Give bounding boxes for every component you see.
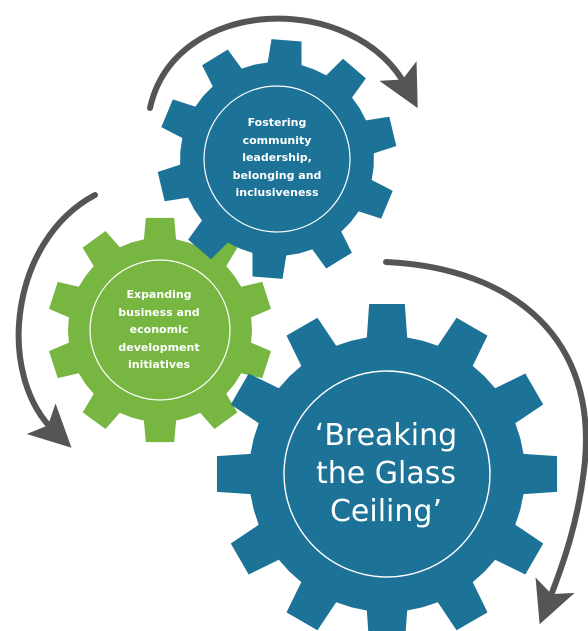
gear-left-line: Expanding (126, 288, 192, 302)
gear-top-line: inclusiveness (235, 186, 319, 200)
gear-main-line: the Glass (316, 456, 456, 491)
arrow-right (383, 259, 588, 625)
gear-blue-community (157, 39, 397, 279)
arrow-left (15, 192, 98, 448)
gear-left-line: initiatives (127, 358, 191, 372)
gear-left-line: development (118, 340, 200, 354)
gear-top-line: community (242, 133, 312, 147)
gear-green-business (49, 217, 271, 443)
gear-left-label: Expanding business and economic developm… (94, 280, 224, 380)
gear-top-line: Fostering (247, 116, 307, 130)
gear-main-label: ‘Breaking the Glass Ceiling’ (286, 394, 486, 554)
gear-main-line: ‘Breaking (314, 418, 458, 453)
gear-top-line: leadership, (242, 151, 312, 165)
gear-left-line: business and (118, 305, 200, 319)
arrow-top (147, 15, 418, 111)
gear-left-line: economic (129, 323, 189, 337)
gear-blue-main (216, 303, 558, 631)
gear-main-line: Ceiling’ (329, 494, 442, 529)
gear-top-line: belonging and (232, 168, 322, 182)
gear-top-label: Fostering community leadership, belongin… (207, 98, 347, 218)
